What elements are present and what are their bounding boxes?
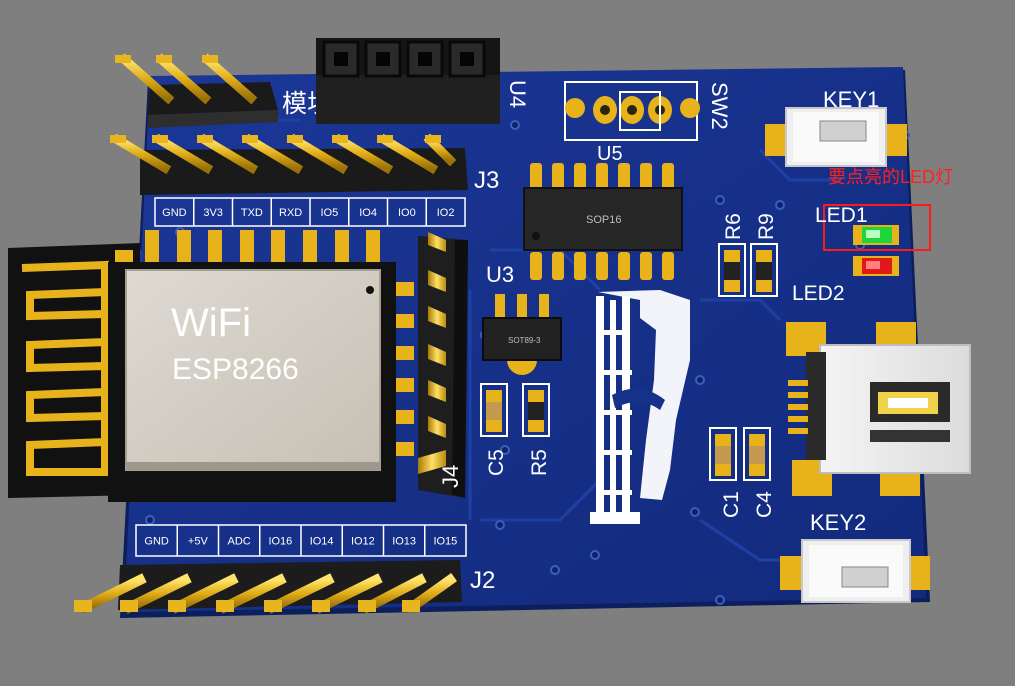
j3-pin-label: IO4 [359, 207, 377, 219]
j3-label: J3 [474, 167, 499, 194]
annotation-text: 要点亮的LED灯 [828, 167, 953, 187]
r6-label: R6 [722, 213, 745, 240]
led1-label: LED1 [815, 204, 868, 227]
j2-pin-labels: GND +5V ADC IO16 IO14 IO12 IO13 IO15 [135, 524, 467, 557]
j2-header [74, 560, 462, 614]
j3-header [110, 133, 468, 195]
j2-pin-label: IO13 [392, 536, 416, 548]
sop16-text: SOP16 [586, 214, 621, 226]
key2-button[interactable] [780, 539, 930, 603]
j2-pin-label: IO14 [310, 536, 334, 548]
silkscreen-logo [590, 290, 690, 524]
key1-label: KEY1 [823, 87, 879, 112]
r9-label: R9 [755, 213, 778, 240]
usb-connector [786, 322, 971, 496]
j2-pin-label: IO15 [433, 536, 457, 548]
j2-pin-label: +5V [188, 536, 209, 548]
sw2-switch [564, 81, 700, 141]
sw2-label: SW2 [707, 82, 732, 130]
j4-label: J4 [438, 465, 463, 488]
u3-label: U3 [486, 262, 514, 287]
key2-label: KEY2 [810, 510, 866, 535]
j4-header [418, 232, 468, 498]
c1-c4-capacitors [709, 427, 771, 481]
j2-pin-label: IO12 [351, 536, 375, 548]
c4-label: C4 [753, 491, 776, 518]
annotation-box [823, 204, 931, 251]
wifi-label: WiFi [171, 301, 251, 345]
j2-pin-label: GND [144, 536, 169, 548]
u5-chip [523, 163, 683, 280]
led2 [853, 256, 899, 276]
r5-label: R5 [528, 449, 551, 476]
j2-pin-label: ADC [228, 536, 251, 548]
j3-pin-labels: GND 3V3 TXD RXD IO5 IO4 IO0 IO2 [154, 197, 466, 227]
u3-regulator [482, 294, 562, 375]
j3-pin-label: IO5 [321, 207, 339, 219]
led1 [853, 225, 899, 245]
j3-pin-label: TXD [241, 207, 263, 219]
j2-pin-label: IO16 [268, 536, 292, 548]
j3-pin-label: IO2 [437, 207, 455, 219]
r6-r9-resistors [718, 243, 778, 297]
top-left-header [115, 53, 278, 128]
j2-label: J2 [470, 567, 495, 594]
u4-header [316, 38, 500, 124]
j3-pin-label: GND [162, 207, 187, 219]
c1-label: C1 [720, 491, 743, 518]
c5-r5-parts [480, 383, 550, 437]
j3-pin-label: IO0 [398, 207, 416, 219]
u5-label: U5 [597, 143, 623, 165]
u4-label: U4 [505, 80, 530, 108]
j3-pin-label: RXD [279, 207, 302, 219]
esp-module-body [108, 262, 396, 502]
key1-button[interactable] [765, 107, 907, 167]
j3-pin-label: 3V3 [203, 207, 223, 219]
led2-label: LED2 [792, 282, 845, 305]
esp8266-label: ESP8266 [172, 353, 299, 386]
c5-label: C5 [485, 449, 508, 476]
sot-text: SOT89-3 [508, 336, 541, 345]
